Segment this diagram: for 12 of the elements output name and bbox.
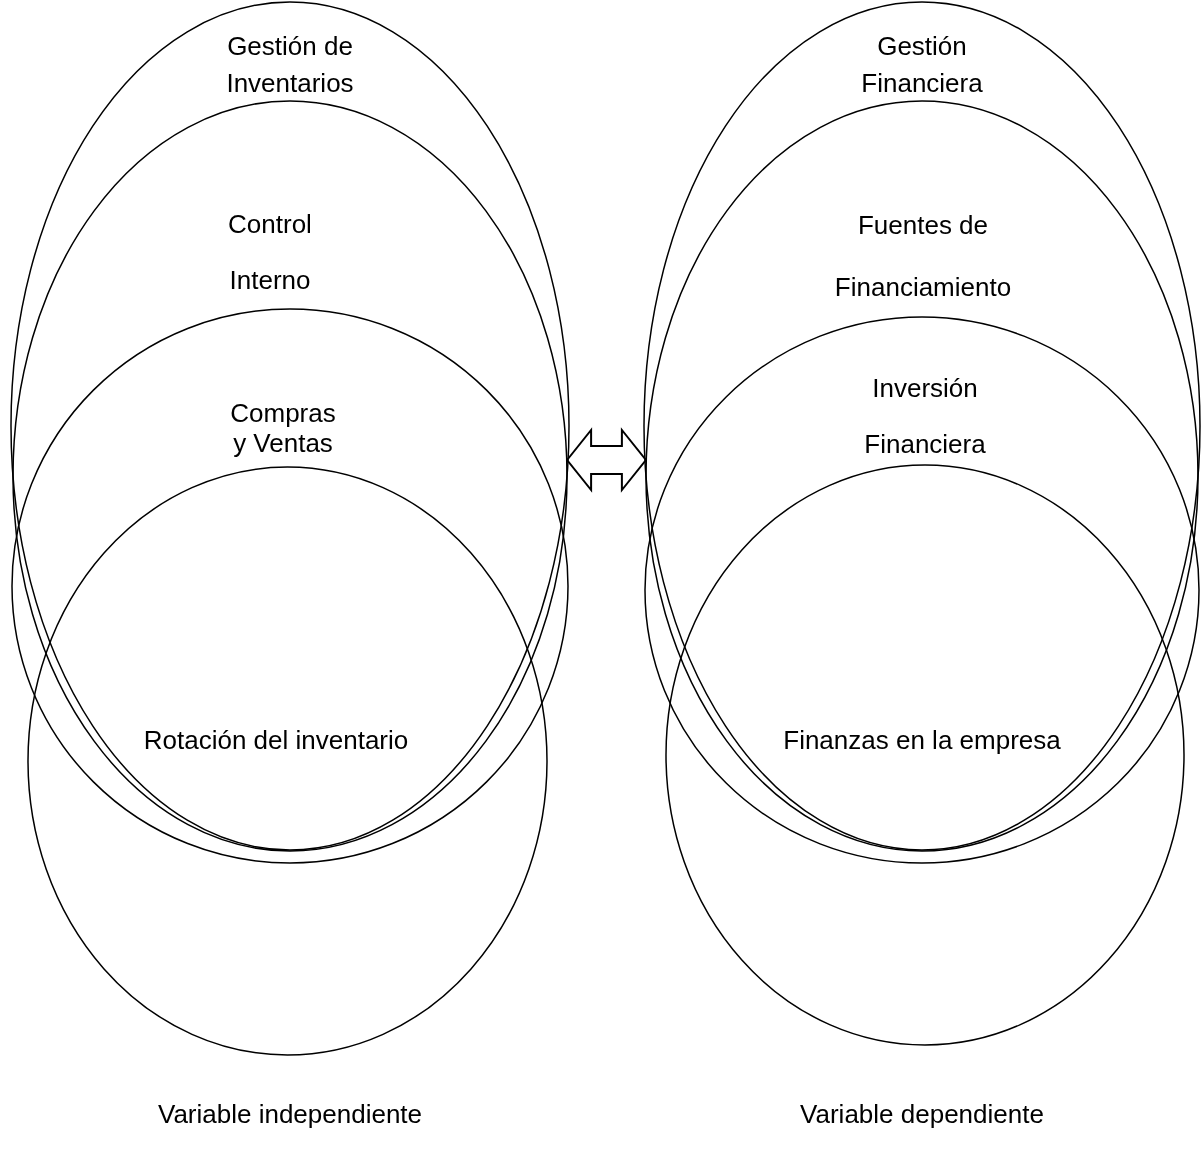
variable-caption: Variable dependiente [799, 1098, 1045, 1131]
ellipse-label: Gestión de Inventarios [225, 30, 355, 100]
variable-caption: Variable independiente [156, 1098, 424, 1131]
ellipse-label: Control Interno [227, 208, 313, 297]
ellipse-label: Fuentes de Financiamiento [833, 209, 1013, 304]
ellipse-label: Rotación del inventario [142, 724, 410, 757]
ellipse [27, 466, 548, 1056]
ellipse [665, 464, 1185, 1046]
ellipse-label: Inversión Financiera [863, 372, 987, 461]
ellipse-label: Finanzas en la empresa [782, 724, 1062, 757]
ellipse-label: Gestión Financiera [860, 30, 984, 100]
ellipse-label: Compras y Ventas [229, 398, 337, 458]
